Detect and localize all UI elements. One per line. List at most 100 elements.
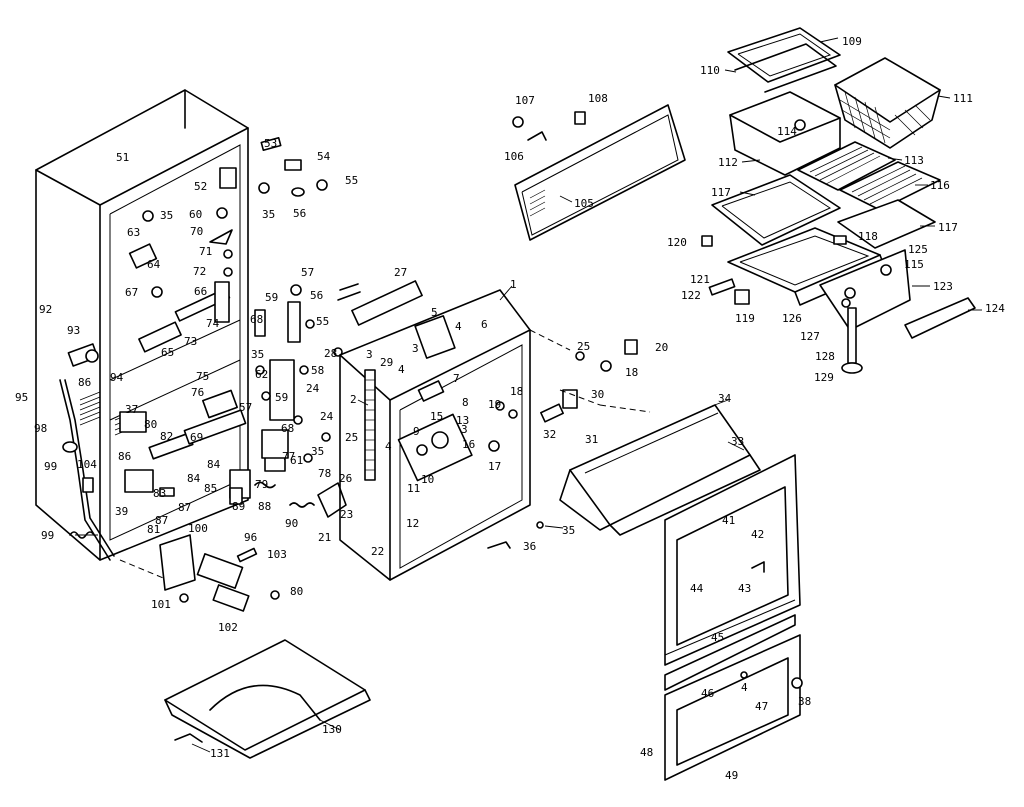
callout-label: 104 bbox=[77, 458, 97, 471]
callout-label: 75 bbox=[196, 370, 209, 383]
callout-label: 2 bbox=[350, 393, 357, 406]
callout-label: 112 bbox=[718, 156, 738, 169]
callout-label: 98 bbox=[34, 422, 47, 435]
callout-label: 103 bbox=[267, 548, 287, 561]
callout-label: 4 bbox=[398, 363, 405, 376]
callout-label: 68 bbox=[281, 422, 294, 435]
callout-label: 57 bbox=[239, 401, 252, 414]
liner bbox=[317, 280, 638, 581]
callout-label: 69 bbox=[190, 431, 203, 444]
callout-label: 126 bbox=[782, 312, 802, 325]
callout-label: 130 bbox=[322, 723, 342, 736]
callout-label: 29 bbox=[380, 356, 393, 369]
callout-label: 89 bbox=[232, 500, 245, 513]
callout-label: 38 bbox=[798, 695, 811, 708]
callout-label: 55 bbox=[316, 315, 329, 328]
callout-label: 72 bbox=[193, 265, 206, 278]
callout-label: 74 bbox=[206, 317, 220, 330]
callout-label: 35 bbox=[562, 524, 575, 537]
callout-label: 37 bbox=[125, 403, 138, 416]
callout-label: 43 bbox=[738, 582, 751, 595]
callout-label: 7 bbox=[453, 372, 460, 385]
callout-label: 42 bbox=[751, 528, 764, 541]
callout-label: 80 bbox=[144, 418, 157, 431]
callout-label: 39 bbox=[115, 505, 128, 518]
callout-label: 22 bbox=[371, 545, 384, 558]
callout-labels: 1 2 3 3 3 4 4 4 4 5 6 7 8 9 10 11 12 13 … bbox=[15, 35, 1005, 782]
callout-label: 122 bbox=[681, 289, 701, 302]
callout-label: 92 bbox=[39, 303, 52, 316]
freezer-parts bbox=[701, 27, 976, 374]
callout-label: 107 bbox=[515, 94, 535, 107]
callout-label: 16 bbox=[462, 438, 475, 451]
callout-label: 51 bbox=[116, 151, 129, 164]
callout-label: 73 bbox=[184, 335, 197, 348]
callout-label: 121 bbox=[690, 273, 710, 286]
callout-label: 25 bbox=[345, 431, 358, 444]
callout-label: 76 bbox=[191, 386, 204, 399]
callout-label: 36 bbox=[523, 540, 536, 553]
callout-label: 59 bbox=[265, 291, 278, 304]
callout-label: 49 bbox=[725, 769, 738, 782]
callout-label: 116 bbox=[930, 179, 950, 192]
callout-label: 41 bbox=[722, 514, 735, 527]
callout-label: 84 bbox=[207, 458, 221, 471]
callout-label: 61 bbox=[290, 454, 303, 467]
callout-label: 117 bbox=[938, 221, 958, 234]
callout-label: 70 bbox=[190, 225, 203, 238]
callout-label: 45 bbox=[711, 631, 724, 644]
callout-label: 46 bbox=[701, 687, 714, 700]
callout-label: 48 bbox=[640, 746, 653, 759]
callout-label: 54 bbox=[317, 150, 331, 163]
callout-label: 44 bbox=[690, 582, 704, 595]
callout-label: 85 bbox=[204, 482, 217, 495]
callout-label: 25 bbox=[577, 340, 590, 353]
callout-label: 71 bbox=[199, 245, 212, 258]
callout-label: 62 bbox=[255, 368, 268, 381]
hardware-cluster bbox=[142, 137, 361, 508]
callout-label: 8 bbox=[462, 396, 469, 409]
callout-label: 115 bbox=[904, 258, 924, 271]
callout-label: 19 bbox=[488, 398, 501, 411]
callout-label: 109 bbox=[842, 35, 862, 48]
callout-label: 101 bbox=[151, 598, 171, 611]
callout-label: 47 bbox=[755, 700, 768, 713]
callout-label: 60 bbox=[189, 208, 202, 221]
callout-label: 56 bbox=[293, 207, 306, 220]
callout-label: 67 bbox=[125, 286, 138, 299]
callout-label: 128 bbox=[815, 350, 835, 363]
callout-label: 31 bbox=[585, 433, 598, 446]
callout-label: 28 bbox=[324, 347, 337, 360]
drawer-tray bbox=[559, 404, 761, 536]
callout-label: 9 bbox=[413, 425, 420, 438]
callout-label: 24 bbox=[320, 410, 334, 423]
callout-label: 87 bbox=[178, 501, 191, 514]
callout-label: 86 bbox=[118, 450, 131, 463]
bottom-hardware bbox=[159, 534, 280, 612]
callout-label: 117 bbox=[711, 186, 731, 199]
callout-label: 6 bbox=[481, 318, 488, 331]
callout-label: 68 bbox=[250, 313, 263, 326]
cabinet-shell bbox=[35, 89, 286, 561]
callout-label: 10 bbox=[421, 473, 434, 486]
callout-label: 24 bbox=[306, 382, 320, 395]
callout-label: 18 bbox=[510, 385, 523, 398]
callout-label: 102 bbox=[218, 621, 238, 634]
callout-label: 1 bbox=[510, 278, 517, 291]
callout-label: 3 bbox=[366, 348, 373, 361]
callout-label: 95 bbox=[15, 391, 28, 404]
callout-label: 35 bbox=[262, 208, 275, 221]
callout-label: 35 bbox=[160, 209, 173, 222]
callout-label: 88 bbox=[258, 500, 271, 513]
callout-label: 65 bbox=[161, 346, 174, 359]
callout-label: 99 bbox=[41, 529, 54, 542]
callout-label: 4 bbox=[385, 440, 392, 453]
callout-label: 3 bbox=[461, 423, 468, 436]
callout-label: 11 bbox=[407, 482, 420, 495]
callout-label: 86 bbox=[78, 376, 91, 389]
callout-label: 66 bbox=[194, 285, 207, 298]
callout-label: 78 bbox=[318, 467, 331, 480]
callout-label: 108 bbox=[588, 92, 608, 105]
drain-pan bbox=[164, 639, 371, 759]
